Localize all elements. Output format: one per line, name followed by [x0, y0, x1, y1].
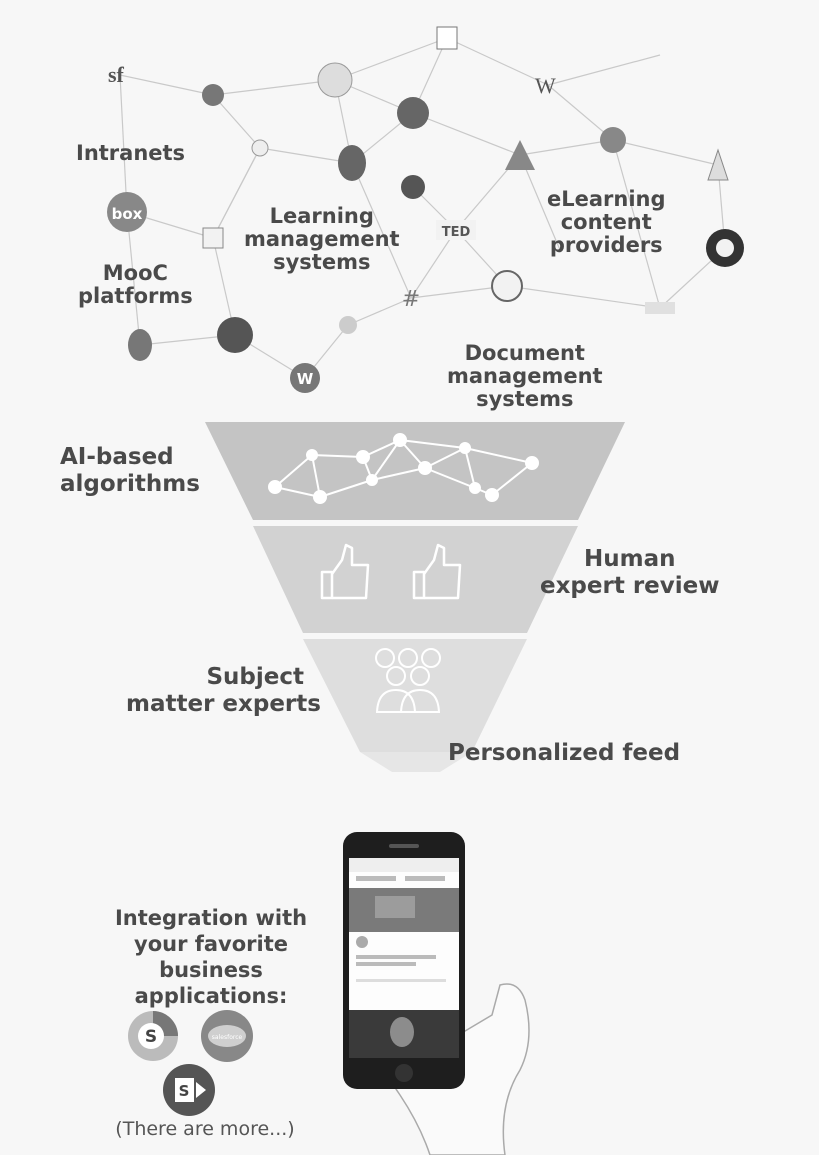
stage-label-experts: Subject matter experts: [126, 664, 321, 718]
network-graph-icon: [268, 433, 539, 504]
label-intranets-text: Intranets: [76, 141, 186, 165]
node-icon: [397, 97, 429, 129]
ted-logo-icon: [436, 220, 476, 240]
node-icon: [202, 84, 224, 106]
output-label-text: Personalized feed: [448, 740, 681, 766]
label-line: Document: [464, 341, 585, 365]
funnel-stage-human: [253, 526, 578, 633]
w-logo-icon: W: [535, 73, 556, 98]
funnel-stage-experts: [303, 639, 527, 752]
node-icon: #: [402, 287, 420, 312]
stage-label-line: Subject: [206, 664, 304, 690]
label-line: eLearning: [547, 187, 666, 211]
node-icon: [251, 139, 269, 157]
label-elearning: eLearning content providers: [547, 188, 666, 257]
node-icon: [401, 175, 425, 199]
feed-card-line: [356, 979, 446, 982]
label-line: management: [447, 364, 603, 388]
integration-title: Integration with your favorite business …: [96, 905, 326, 1009]
feed-card-image-detail: [375, 896, 415, 918]
salesforce-cloud-icon: salesforce: [201, 1010, 253, 1062]
node-icon: [707, 148, 729, 181]
node-icon: [716, 239, 734, 257]
feed-video-person: [390, 1017, 414, 1047]
feed-card-line: [356, 962, 416, 966]
node-icon: [645, 302, 675, 314]
label-line: systems: [476, 387, 574, 411]
node-icon: [217, 317, 253, 353]
node-icon: [600, 127, 626, 153]
stage-label-ai: AI-based algorithms: [60, 444, 200, 498]
funnel-tip: [360, 752, 472, 772]
label-line: MooC: [102, 261, 168, 285]
avatar-icon: [128, 329, 152, 361]
label-intranets: Intranets: [76, 142, 185, 165]
label-line: systems: [273, 250, 371, 274]
integration-title-line: applications:: [134, 984, 288, 1008]
feed-header: [349, 858, 459, 872]
label-line: management: [244, 227, 400, 251]
salesforce-text: salesforce: [212, 1034, 243, 1041]
integration-title-line: Integration with: [114, 906, 308, 930]
box-logo-icon: [107, 192, 147, 232]
label-mooc: MooC platforms: [78, 262, 193, 308]
feed-tab: [356, 876, 396, 881]
wordpress-logo-icon: [290, 363, 320, 393]
node-icon: [491, 270, 523, 302]
funnel: [205, 422, 625, 772]
sf-logo-icon: sf: [108, 62, 125, 87]
box-logo-label: box: [112, 205, 143, 223]
label-docs: Document management systems: [447, 342, 603, 411]
feed-tab: [405, 876, 445, 881]
node-icon: [505, 140, 535, 170]
integration-title-line: business: [159, 958, 263, 982]
integration-title-line: your favorite: [134, 932, 288, 956]
sharepoint-s-icon: S: [128, 1011, 178, 1061]
label-lms: Learning management systems: [244, 205, 400, 274]
phone-home-button: [395, 1064, 413, 1082]
ted-logo-label: TED: [442, 225, 471, 240]
avatar-icon: [338, 145, 366, 181]
stage-label-line: matter experts: [126, 691, 321, 717]
source-network: sf W box TED # W: [107, 26, 744, 393]
feed-card-avatar: [356, 936, 368, 948]
more-apps-note: (There are more...): [115, 1118, 295, 1140]
phone-speaker: [389, 844, 419, 848]
stage-label-human: Human expert review: [540, 546, 720, 600]
stage-label-line: expert review: [540, 573, 720, 599]
label-line: platforms: [78, 284, 193, 308]
stage-label-line: AI-based: [60, 444, 174, 470]
label-line: Learning: [269, 204, 374, 228]
node-icon: [317, 62, 353, 98]
feed-card-line: [356, 955, 436, 959]
stage-label-line: Human: [584, 546, 676, 572]
label-line: content: [560, 210, 652, 234]
thumbs-up-icon: [320, 543, 462, 600]
node-icon: [436, 26, 458, 50]
sharepoint-logo-icon: S: [163, 1064, 215, 1116]
output-label-feed: Personalized feed: [448, 740, 680, 767]
sharepoint-s-text: S: [145, 1027, 157, 1047]
wordpress-logo-label: W: [297, 370, 314, 388]
node-icon: [202, 227, 224, 249]
people-group-icon: [375, 648, 441, 713]
stage-label-line: algorithms: [60, 471, 200, 497]
node-icon: [339, 316, 357, 334]
sharepoint-logo-text: S: [179, 1082, 190, 1100]
label-line: providers: [549, 233, 663, 257]
